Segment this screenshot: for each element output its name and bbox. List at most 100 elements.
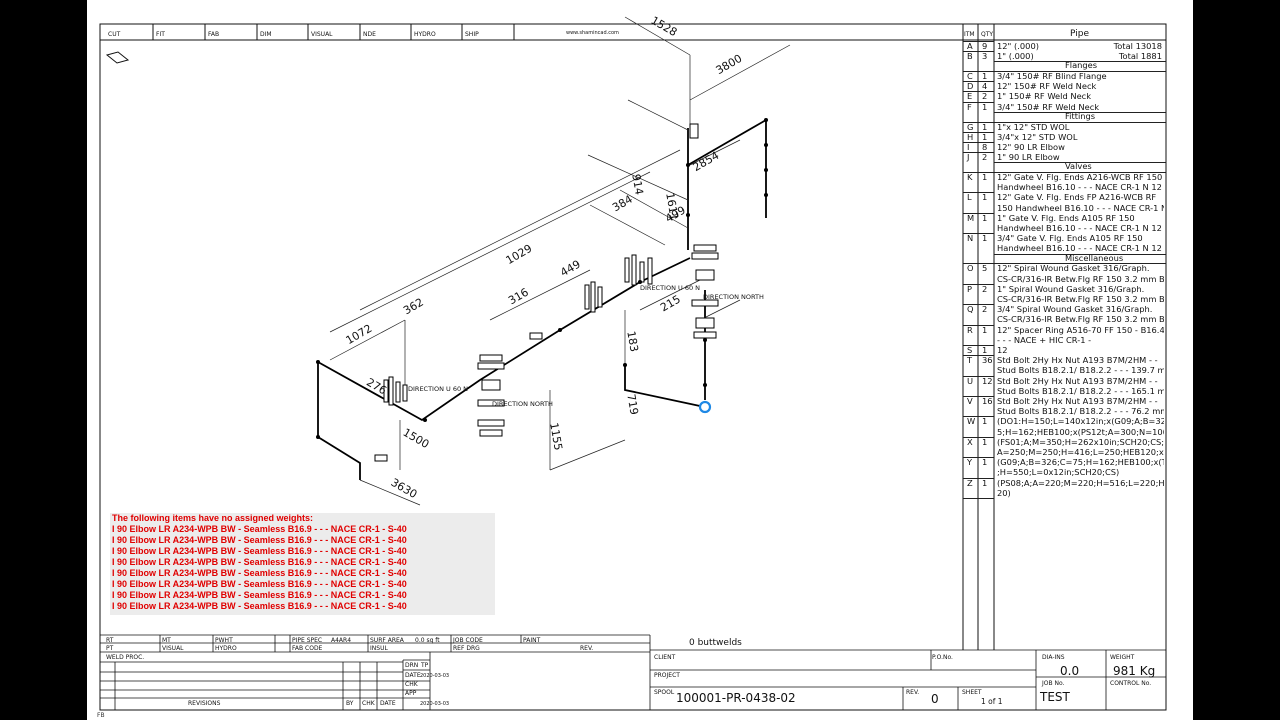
bom-desc-cont: Handwheel B16.10 - - - NACE CR-1 N 12 Se… [997, 182, 1164, 193]
tb-chk2: CHK [362, 700, 375, 707]
tb-job-no: JOB No. [1042, 680, 1065, 687]
bom-col-item: ITM [964, 31, 975, 38]
tb-control-no: CONTROL No. [1110, 680, 1152, 687]
bom-qty: 1 [982, 324, 988, 335]
bom-divider [963, 375, 994, 377]
warning-item: I 90 Elbow LR A234-WPB BW - Seamless B16… [112, 579, 407, 589]
bom-desc-cont: ;H=550;L=0x12in;SCH20;CS) [997, 467, 1120, 478]
bom-desc: 1" Spiral Wound Gasket 316/Graph. [997, 283, 1145, 294]
tb-mt: MT [162, 637, 171, 644]
warning-item: I 90 Elbow LR A234-WPB BW - Seamless B16… [112, 524, 407, 534]
bom-divider [963, 395, 994, 397]
tb-rev: REV. [580, 645, 594, 652]
bom-section-fittings: Fittings [1065, 110, 1096, 121]
bom-qty: 2 [982, 304, 988, 315]
bom-item: T [967, 355, 973, 366]
bom-divider [963, 344, 994, 346]
tb-buttwelds: 0 buttwelds [689, 638, 742, 648]
bom-qty: 1 [982, 436, 988, 447]
bom-item: V [967, 395, 973, 406]
tb-project: PROJECT [654, 672, 680, 679]
bom-item: E [967, 91, 973, 102]
bom-divider [963, 192, 994, 194]
warning-item: I 90 Elbow LR A234-WPB BW - Seamless B16… [112, 568, 407, 578]
bom-divider [963, 121, 994, 123]
header-col-fab: FAB [208, 31, 220, 38]
bom-divider [963, 81, 994, 83]
bom-item: H [967, 131, 974, 142]
tb-hydro: HYDRO [215, 645, 237, 652]
bom-desc: Std Bolt 2Hy Hx Nut A193 B7M/2HM - - [997, 395, 1158, 406]
bom-item: Y [967, 457, 973, 468]
bom-desc: 1" (.000) [997, 51, 1034, 62]
tb-paint: PAINT [523, 637, 541, 644]
bom-divider [963, 283, 994, 285]
tb-weight: WEIGHT [1110, 654, 1135, 661]
tb-rev-label: REV. [906, 689, 920, 696]
bom-qty: 1 [982, 192, 988, 203]
bom-desc: 3/4" 150# RF Weld Neck [997, 101, 1100, 112]
bom-desc-cont: - - - NACE + HIC CR-1 - [997, 334, 1092, 345]
bom-qty: 1 [982, 233, 988, 244]
tb-app: APP [405, 690, 417, 697]
bom-desc: 12" Gate V. Flg. Ends A216-WCB RF 150 [997, 172, 1163, 183]
bom-divider [963, 91, 994, 93]
header-col-ship: SHIP [465, 31, 479, 38]
bom-divider [994, 111, 1166, 113]
bom-item: X [967, 436, 973, 447]
tb-drn: DRN [405, 662, 419, 669]
tb-rt: RT [106, 637, 114, 644]
tb-revisions: REVISIONS [188, 700, 221, 707]
bom-section-pipe: Pipe [1070, 29, 1089, 39]
bom-qty: 2 [982, 283, 988, 294]
header-col-nde: NDE [363, 31, 376, 38]
warning-item: I 90 Elbow LR A234-WPB BW - Seamless B16… [112, 590, 407, 600]
bom-item: N [967, 233, 974, 244]
bom-item: F [967, 101, 972, 112]
bom-desc: Std Bolt 2Hy Hx Nut A193 B7M/2HM - - [997, 355, 1158, 366]
bom-item: R [967, 324, 973, 335]
bom-item: S [967, 344, 973, 355]
tb-po-no: P.O.No. [932, 654, 953, 661]
bom-divider [963, 416, 994, 418]
tb-ref-drg: REF DRG [453, 645, 480, 652]
bom-desc: (FS01;A;M=350;H=262x10in;SCH20;CS;x(PS08… [997, 436, 1164, 447]
warning-box: The following items have no assigned wei… [110, 513, 495, 615]
direction-label: DIRECTION U 60 N [408, 385, 469, 393]
bom-qty: 5 [982, 263, 988, 274]
bom-qty: 2 [982, 91, 988, 102]
bom-qty: 1 [982, 101, 988, 112]
tb-date2: DATE [380, 700, 396, 707]
tb-drn-val: TP [421, 662, 429, 669]
bom-item: Z [967, 477, 973, 488]
header-col-dim: DIM [260, 31, 272, 38]
bom-desc-cont: Handwheel B16.10 - - - NACE CR-1 N 12 Se… [997, 223, 1164, 234]
bom-divider [963, 141, 994, 143]
tb-rev-val: 0 [931, 692, 939, 706]
warning-item: I 90 Elbow LR A234-WPB BW - Seamless B16… [112, 601, 407, 611]
tb-dia-ins-val: 0.0 [1060, 664, 1080, 678]
header-col-fit: FIT [156, 31, 165, 38]
tb-date: DATE [405, 672, 421, 679]
bom-item: G [967, 121, 974, 132]
bom-desc: 12 [997, 344, 1008, 355]
bom-divider [994, 71, 1166, 73]
bom-qty: 2 [982, 152, 988, 163]
tb-job-code: JOB CODE [453, 637, 483, 644]
bom-divider [963, 172, 994, 174]
bom-divider [994, 172, 1166, 174]
bom-qty: 1 [982, 477, 988, 488]
bom-item: J [967, 152, 970, 163]
bom-desc-cont: Handwheel B16.10 - - - NACE CR-1 N 12 Se… [997, 243, 1164, 254]
bom-item: Q [967, 304, 974, 315]
tb-chk: CHK [405, 681, 418, 688]
bom-item: K [967, 172, 973, 183]
tb-dia-ins: DIA-INS [1042, 654, 1065, 661]
bom-section-flanges: Flanges [1065, 60, 1098, 71]
bom-divider [994, 263, 1166, 265]
bom-divider [963, 263, 994, 265]
bom-divider [963, 152, 994, 154]
bom-desc-cont: CS-CR/316-IR Betw.Flg RF 150 3.2 mm B16.… [997, 293, 1164, 304]
bom-item: D [967, 81, 974, 92]
